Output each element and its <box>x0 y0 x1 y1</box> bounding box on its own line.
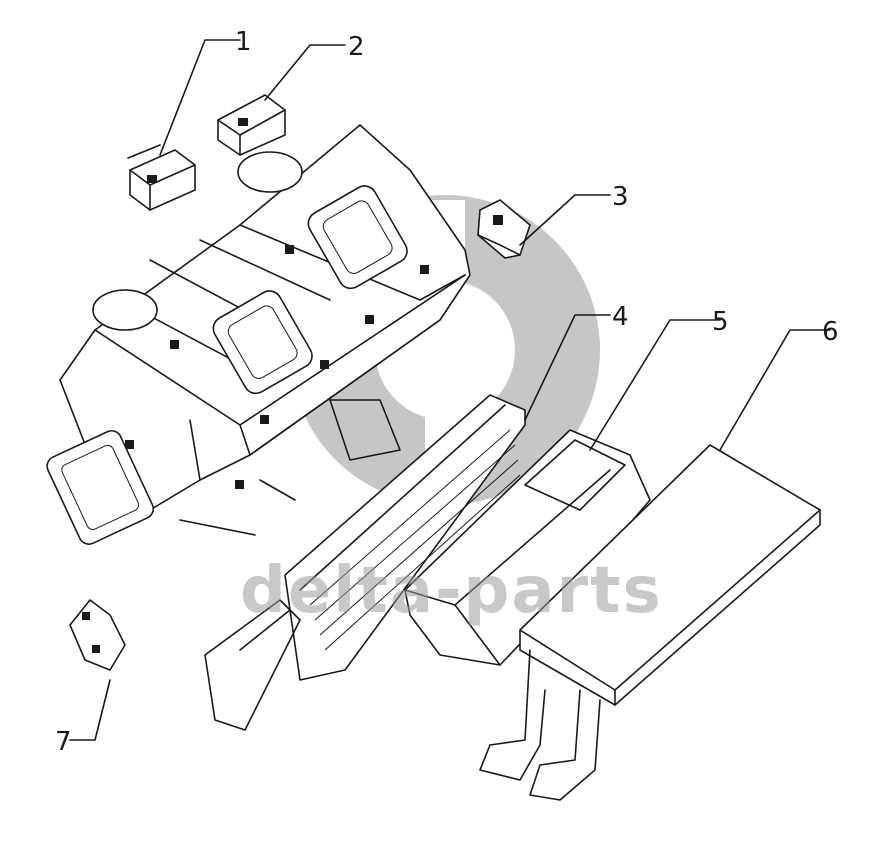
part-1-actuator <box>127 144 196 211</box>
callout-6: 6 <box>822 317 839 347</box>
callout-1: 1 <box>235 27 252 57</box>
callout-7: 7 <box>55 727 72 757</box>
part-7-actuator <box>69 599 126 671</box>
part-2-actuator <box>217 94 286 156</box>
part-4-evaporator <box>204 394 526 731</box>
leader-lines <box>69 39 831 741</box>
part-6-heater-core <box>479 444 821 801</box>
part-3-sensor <box>477 199 531 259</box>
callout-2: 2 <box>348 32 365 62</box>
hvac-housing <box>46 124 471 545</box>
callout-4: 4 <box>612 302 629 332</box>
callout-5: 5 <box>712 307 729 337</box>
watermark-text: delta-parts <box>240 554 663 628</box>
callout-3: 3 <box>612 182 629 212</box>
